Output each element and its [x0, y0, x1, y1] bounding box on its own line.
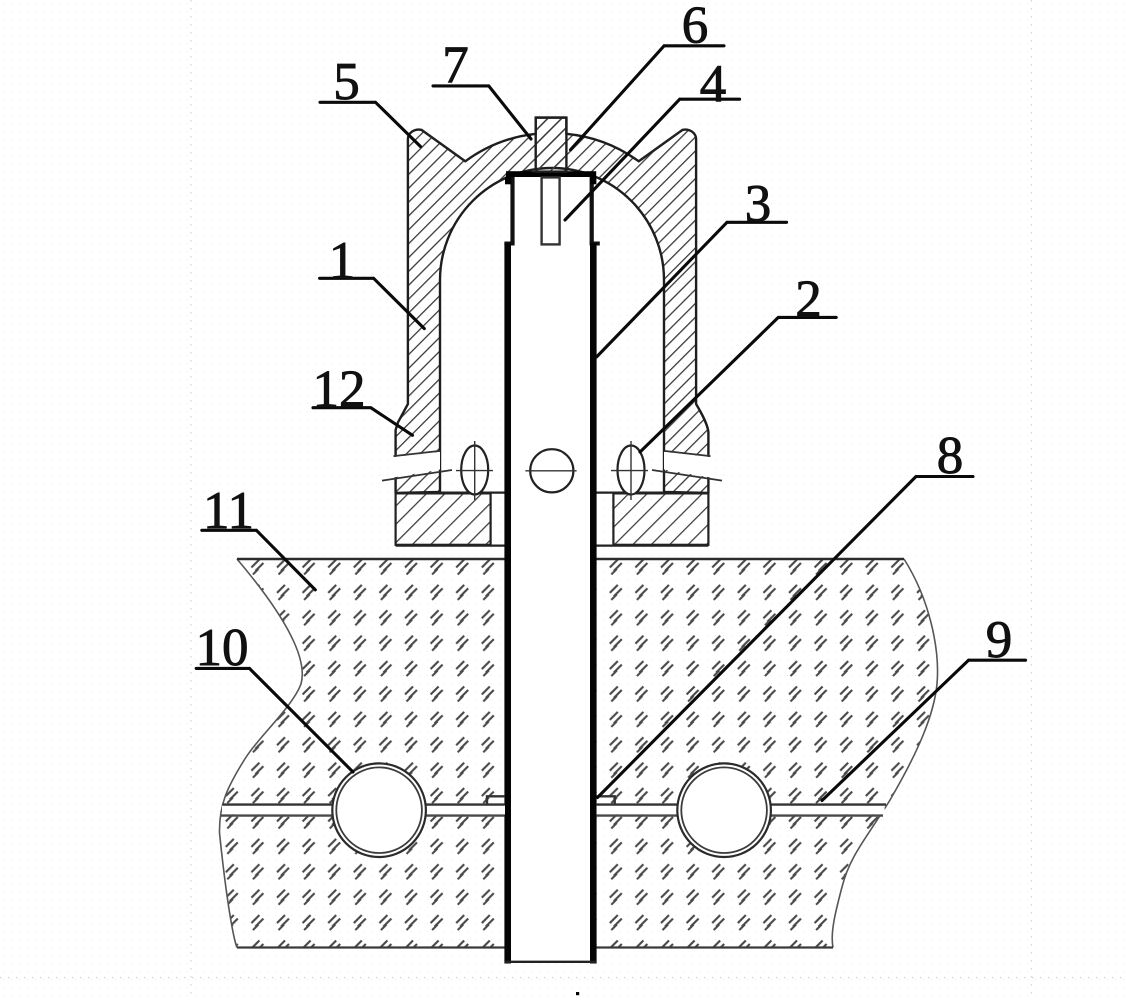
svg-text:11: 11	[203, 482, 254, 540]
svg-text:7: 7	[442, 37, 469, 95]
svg-text:1: 1	[329, 232, 356, 290]
svg-text:10: 10	[196, 619, 249, 677]
svg-text:4: 4	[700, 55, 727, 113]
svg-text:3: 3	[745, 175, 772, 233]
svg-text:2: 2	[795, 271, 822, 329]
svg-text:6: 6	[682, 0, 709, 55]
svg-text:9: 9	[986, 611, 1013, 669]
svg-text:5: 5	[333, 53, 360, 111]
svg-text:12: 12	[313, 361, 366, 419]
svg-text:8: 8	[937, 427, 964, 485]
